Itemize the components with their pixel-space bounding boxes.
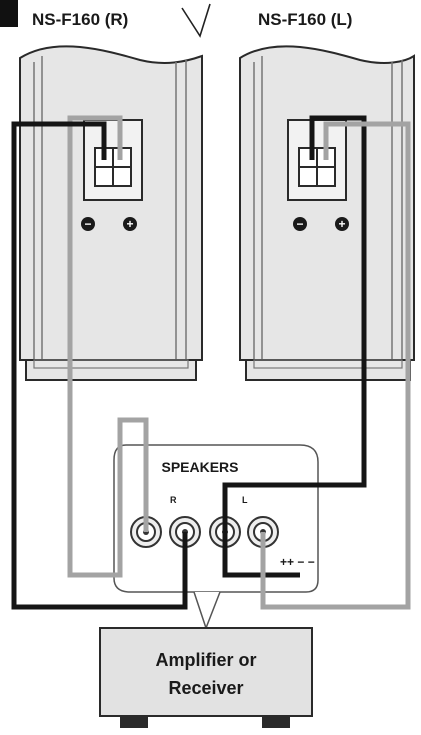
- amplifier-label-line2: Receiver: [168, 678, 243, 698]
- speaker-right-plus-symbol: +: [126, 217, 133, 231]
- speaker-right: − +: [19, 45, 203, 381]
- left-channel-label: L: [242, 495, 248, 505]
- speakers-panel-title: SPEAKERS: [161, 459, 238, 475]
- amplifier-label-line1: Amplifier or: [155, 650, 256, 670]
- speaker-left-base: [245, 359, 411, 381]
- callout-lines: [181, 3, 211, 38]
- speaker-left-plus-symbol: +: [338, 217, 345, 231]
- amplifier-box: [99, 627, 313, 717]
- amplifier-receiver: Amplifier or Receiver: [99, 627, 313, 728]
- speaker-label-right: NS-F160 (R): [32, 10, 128, 29]
- speaker-right-plus-terminal-icon: [123, 217, 137, 231]
- panel-terminal-l-plus-icon: [247, 516, 279, 548]
- speaker-left-body: [239, 45, 415, 361]
- wire-right-black-minus: [11, 121, 188, 610]
- polarity-label: ++ − −: [280, 555, 315, 569]
- amplifier-foot-left: [120, 716, 148, 728]
- speaker-wires: [11, 115, 411, 610]
- speaker-right-body: [19, 45, 203, 361]
- panel-pointer: [193, 591, 221, 631]
- speaker-left-plus-terminal-icon: [335, 217, 349, 231]
- speaker-left-minus-symbol: −: [296, 217, 303, 231]
- wire-left-gray-plus: [260, 121, 411, 610]
- speaker-left: − +: [239, 45, 415, 381]
- speaker-terminal-panel: SPEAKERS R L ++ − −: [113, 444, 319, 631]
- speaker-right-minus-terminal-icon: [81, 217, 95, 231]
- right-channel-label: R: [170, 495, 177, 505]
- wire-right-gray-plus: [67, 115, 149, 578]
- corner-marker: [0, 0, 18, 27]
- amplifier-foot-right: [262, 716, 290, 728]
- speaker-right-minus-symbol: −: [84, 217, 91, 231]
- speaker-terminal-panel-outline: [113, 444, 319, 593]
- speaker-left-minus-terminal-icon: [293, 217, 307, 231]
- speaker-label-left: NS-F160 (L): [258, 10, 352, 29]
- speaker-right-base: [25, 359, 197, 381]
- wire-left-black-minus: [222, 115, 367, 578]
